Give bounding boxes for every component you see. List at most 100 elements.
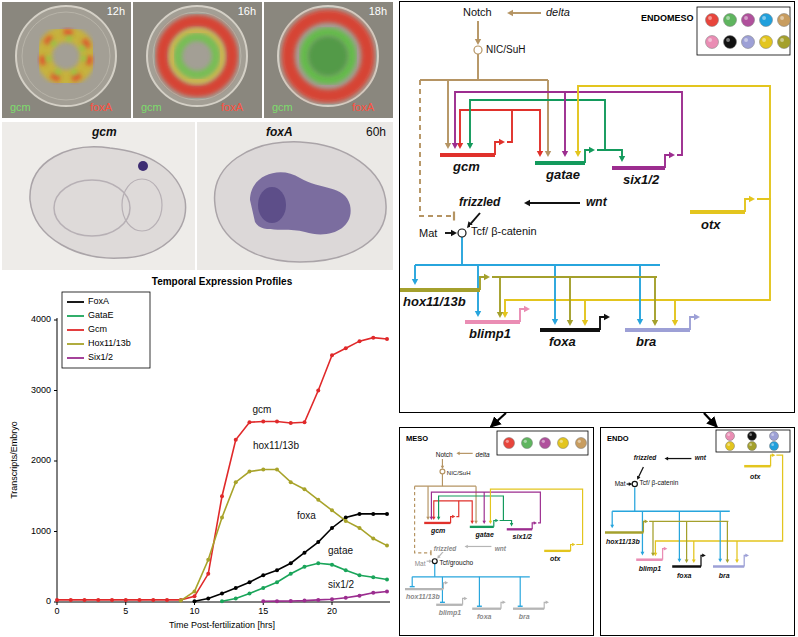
gene-bar bbox=[744, 465, 770, 468]
data-point bbox=[275, 580, 279, 584]
arrow-head bbox=[503, 601, 506, 605]
data-point bbox=[385, 577, 389, 581]
tick bbox=[57, 602, 58, 605]
tick bbox=[332, 602, 333, 605]
gene-label: delta bbox=[545, 6, 571, 19]
image-label: 18h bbox=[369, 5, 387, 18]
color-dot bbox=[726, 442, 735, 451]
chart-label: 5 bbox=[122, 606, 129, 616]
image-label: foxA bbox=[90, 101, 112, 114]
arrow-head bbox=[562, 151, 568, 157]
gene-bar bbox=[405, 588, 443, 590]
data-point bbox=[248, 470, 252, 474]
color-dot bbox=[778, 36, 791, 49]
data-point bbox=[330, 526, 334, 530]
image-label: foxA bbox=[352, 101, 374, 114]
color-dot bbox=[778, 14, 791, 27]
data-point bbox=[248, 580, 252, 584]
data-point bbox=[83, 598, 87, 602]
regulatory-wire bbox=[634, 487, 635, 511]
arrow-head bbox=[672, 320, 678, 326]
regulatory-wire bbox=[500, 521, 512, 524]
chart-label: gcm bbox=[252, 404, 273, 416]
regulatory-wire bbox=[434, 563, 435, 577]
chart-label: 10 bbox=[188, 606, 200, 616]
data-point bbox=[138, 598, 142, 602]
data-point bbox=[193, 589, 197, 593]
arrow-head bbox=[524, 306, 530, 312]
dot-highlight bbox=[708, 16, 712, 20]
color-dot bbox=[742, 36, 755, 49]
legend-swatch bbox=[67, 301, 84, 303]
arrow-head bbox=[692, 560, 696, 564]
gene-label: Mat bbox=[418, 227, 438, 240]
data-point bbox=[289, 572, 293, 576]
data-point bbox=[110, 598, 114, 602]
gene-label: foxa bbox=[548, 335, 577, 350]
stain-ring bbox=[288, 16, 368, 96]
arrow-head bbox=[669, 152, 675, 158]
data-point bbox=[193, 599, 197, 603]
data-point bbox=[234, 596, 238, 600]
regulatory-wire bbox=[420, 79, 548, 81]
transcription-factor-node bbox=[632, 481, 637, 486]
regulatory-wire bbox=[584, 300, 586, 321]
gene-label: bra bbox=[718, 572, 731, 580]
gene-bar bbox=[424, 522, 450, 524]
data-point bbox=[303, 551, 307, 555]
repression-bar bbox=[453, 212, 455, 221]
data-point bbox=[289, 599, 293, 603]
dot-highlight bbox=[727, 443, 730, 446]
data-point bbox=[275, 420, 279, 424]
gene-label: Notch bbox=[462, 6, 493, 19]
arrow-head bbox=[412, 279, 418, 285]
chart-label: 1000 bbox=[30, 526, 52, 536]
color-key bbox=[697, 7, 791, 55]
legend-samples bbox=[67, 302, 84, 358]
arrow-head bbox=[545, 151, 551, 157]
arrow-head bbox=[482, 521, 486, 524]
gene-bar bbox=[535, 161, 585, 165]
dot-highlight bbox=[542, 440, 545, 443]
color-dot bbox=[770, 442, 779, 451]
tick bbox=[125, 602, 126, 605]
data-point bbox=[206, 572, 210, 576]
transcription-factor-node bbox=[432, 559, 437, 564]
color-dot bbox=[760, 36, 773, 49]
legend-swatch bbox=[67, 357, 84, 359]
arrow-head bbox=[456, 452, 459, 456]
regulatory-wire bbox=[654, 277, 656, 321]
gene-label: otx bbox=[700, 218, 722, 233]
larva-gut bbox=[54, 180, 130, 236]
legend-swatch bbox=[67, 343, 84, 345]
stain-core bbox=[308, 36, 348, 76]
gene-label: blimp1 bbox=[468, 327, 512, 342]
gene-label: foxa bbox=[476, 613, 492, 621]
gene-label: Mat bbox=[414, 560, 427, 567]
data-point bbox=[358, 573, 362, 577]
arrow-head bbox=[725, 560, 729, 564]
data-point bbox=[316, 498, 320, 502]
gene-label: frizzled bbox=[458, 196, 501, 210]
data-point bbox=[316, 561, 320, 565]
data-point bbox=[248, 420, 252, 424]
chart-label: 3000 bbox=[30, 385, 52, 395]
color-dot bbox=[770, 432, 779, 441]
gene-label: otx bbox=[749, 473, 762, 481]
legend-swatch bbox=[67, 315, 84, 317]
panel-title: MESO bbox=[406, 435, 428, 444]
arrow-head bbox=[502, 312, 508, 318]
regulatory-wire bbox=[460, 110, 512, 144]
arrow-head bbox=[534, 521, 537, 525]
arrow-head bbox=[475, 39, 481, 45]
regulatory-wire bbox=[612, 511, 613, 525]
regulatory-wire bbox=[415, 486, 431, 553]
chart-label: 0 bbox=[53, 606, 60, 616]
arrow-head bbox=[582, 320, 588, 326]
regulatory-wire bbox=[505, 199, 770, 313]
dot-highlight bbox=[727, 433, 730, 436]
arrow-head bbox=[651, 553, 655, 557]
arrow-head bbox=[489, 521, 493, 524]
arrow-head bbox=[470, 521, 474, 524]
dot-highlight bbox=[506, 440, 509, 443]
